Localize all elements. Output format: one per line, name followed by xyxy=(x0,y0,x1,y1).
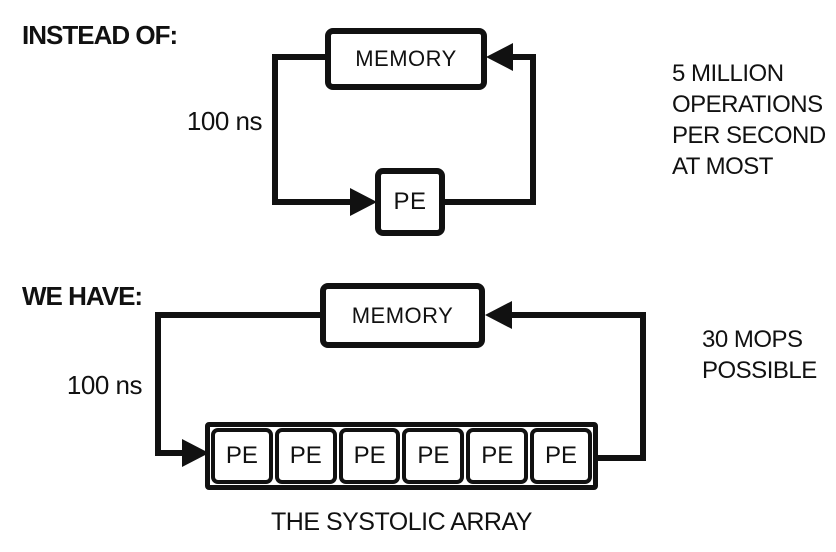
wire-bottom-right-horizontal-2 xyxy=(596,455,646,461)
wire-left-vertical-2 xyxy=(155,312,161,456)
annotation-top-line-4: AT MOST xyxy=(672,153,773,180)
annotation-bottom-line-1: 30 MOPS xyxy=(702,326,803,353)
pe-cell-1: PE xyxy=(211,428,273,484)
arrowhead-into-memory-icon xyxy=(486,43,513,71)
memory-box-top: MEMORY xyxy=(325,28,487,90)
wire-bottom-right-horizontal-1 xyxy=(445,199,536,205)
pe-cell-5: PE xyxy=(466,428,529,484)
annotation-top-line-3: PER SECOND xyxy=(672,122,826,149)
memory-box-bottom: MEMORY xyxy=(320,283,485,348)
wire-top-left-horizontal-2 xyxy=(155,312,325,318)
wire-right-vertical-2 xyxy=(640,312,646,461)
wire-bottom-left-horizontal-2 xyxy=(155,450,185,456)
cycle-time-label-bottom: 100 ns xyxy=(66,370,143,400)
cycle-time-label-top: 100 ns xyxy=(186,106,263,136)
wire-right-vertical-1 xyxy=(530,54,536,205)
wire-top-right-horizontal-2 xyxy=(509,312,646,318)
annotation-top: 5 MILLION OPERATIONS PER SECOND AT MOST xyxy=(672,58,826,182)
annotation-bottom-line-2: POSSIBLE xyxy=(702,357,817,384)
arrowhead-into-array-icon xyxy=(182,439,209,467)
pe-cell-2: PE xyxy=(274,428,337,484)
section-label-instead-of: INSTEAD OF: xyxy=(22,20,178,50)
figure-caption: THE SYSTOLIC ARRAY xyxy=(271,508,532,536)
systolic-pe-array: PE PE PE PE PE PE xyxy=(205,422,598,490)
annotation-bottom: 30 MOPS POSSIBLE xyxy=(702,324,817,386)
wire-bottom-left-horizontal-1 xyxy=(272,199,352,205)
pe-cell-3: PE xyxy=(338,428,401,484)
annotation-top-line-2: OPERATIONS xyxy=(672,91,823,118)
pe-label: PE xyxy=(393,188,427,215)
pe-box-single: PE xyxy=(375,168,445,236)
pe-cell-4: PE xyxy=(402,428,465,484)
wire-top-left-horizontal-1 xyxy=(272,54,328,60)
arrowhead-into-pe-icon xyxy=(350,188,377,216)
arrowhead-into-memory2-icon xyxy=(485,301,512,329)
wire-top-right-horizontal-1 xyxy=(509,54,536,60)
annotation-top-line-1: 5 MILLION xyxy=(672,60,784,87)
section-label-we-have: WE HAVE: xyxy=(22,281,143,311)
memory-label: MEMORY xyxy=(355,46,457,71)
wire-left-vertical-1 xyxy=(272,54,278,205)
memory-label-2: MEMORY xyxy=(351,302,454,328)
pe-cell-6: PE xyxy=(530,428,592,484)
